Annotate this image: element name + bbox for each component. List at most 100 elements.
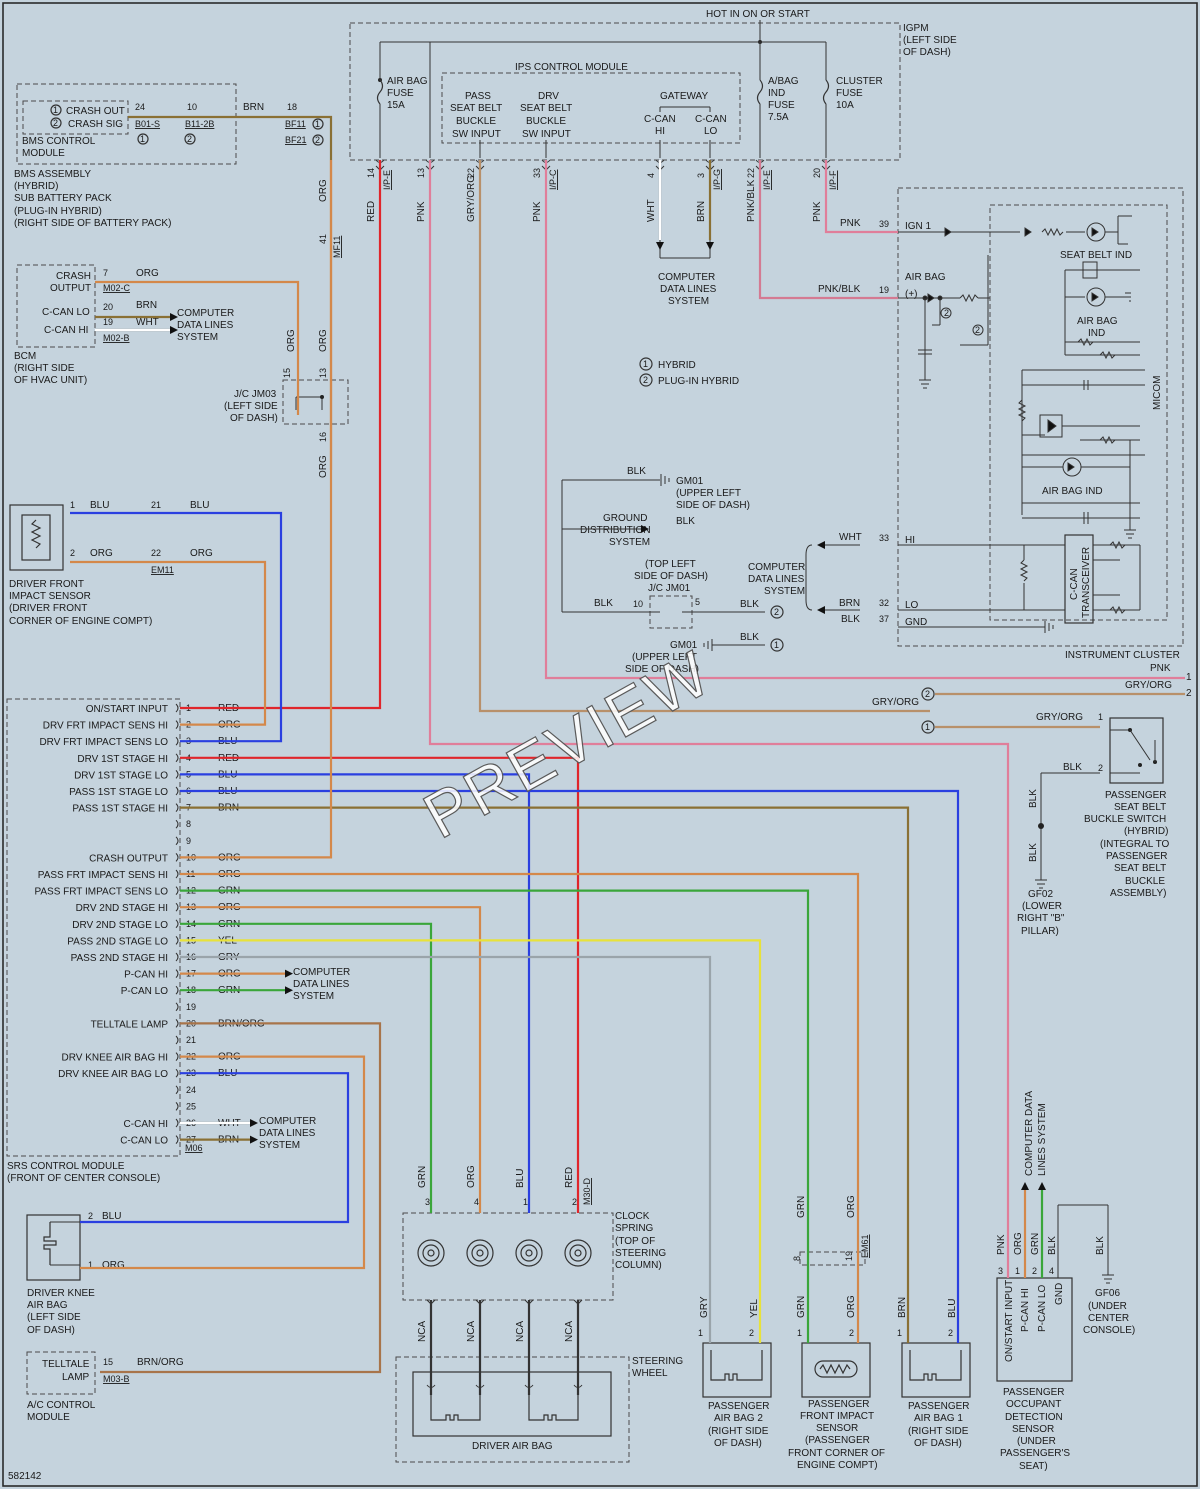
ips-ccanhi-0: C-CAN <box>644 114 676 125</box>
ac-control-module: TELLTALE LAMP 15 M03-B BRN/ORG A/C CONTR… <box>26 1351 184 1423</box>
srs-pin-connector <box>175 1052 179 1061</box>
knee-wire-org: ORG <box>102 1260 125 1271</box>
srs-pin-label: TELLTALE LAMP <box>91 1019 169 1030</box>
pfis-wire-org-2: ORG <box>846 1295 857 1318</box>
ips-drv-2: BUCKLE <box>526 116 566 127</box>
driver-front-impact-sensor: 1 2 21 22 EM11 BLU BLU ORG ORG DRIVER FR… <box>9 500 213 627</box>
srs-pin-label: P-CAN HI <box>124 970 168 981</box>
airbag-fuse-0: AIR BAG <box>387 76 428 87</box>
ac-box <box>26 1351 96 1395</box>
fs-wire-blu-2: BLU <box>190 500 209 511</box>
ac-pin-15: 15 <box>103 1357 113 1367</box>
cluster-micom: MICOM <box>1152 376 1163 410</box>
gm01-top-2: SIDE OF DASH) <box>676 500 750 511</box>
cluster-desc: INSTRUMENT CLUSTER <box>1065 650 1180 661</box>
wire-harness <box>70 115 1185 1395</box>
bcm-conn-m02c: M02-C <box>103 283 131 293</box>
wire <box>758 160 898 300</box>
igpm-pin-wire-color: GRY/ORG <box>466 175 477 222</box>
srs-pin-label: DRV FRT IMPACT SENS LO <box>39 737 168 748</box>
pfis-wire-grn-1: GRN <box>796 1196 807 1218</box>
jm01-pin-10: 10 <box>633 599 643 609</box>
legend-n1: 1 <box>643 359 648 369</box>
igpm-pin-number: 4 <box>646 173 656 178</box>
cluster-cdl-1: DATA LINES <box>748 574 805 585</box>
ips-pass-1: SEAT BELT <box>450 103 502 114</box>
cluster-ign1: IGN 1 <box>905 221 932 232</box>
pods-pin-2: 2 <box>1032 1266 1037 1276</box>
ground-blk-5: BLK <box>740 632 759 643</box>
pods-label-0: ON/START INPUT <box>1004 1280 1015 1362</box>
buckle-desc-1: SEAT BELT <box>1114 802 1166 813</box>
pods-desc-0: PASSENGER <box>1003 1387 1065 1398</box>
srs-ccan-cdl-2: SYSTEM <box>259 1140 300 1151</box>
pfis-pin-8: 8 <box>792 1256 802 1261</box>
bms-outer-box <box>16 83 237 165</box>
wire <box>80 1072 350 1224</box>
bcm-conn-m02b: M02-B <box>103 333 130 343</box>
ips-gateway: GATEWAY <box>660 91 708 102</box>
cluster-cdl-2: SYSTEM <box>764 586 805 597</box>
buckle-desc-8: ASSEMBLY) <box>1110 888 1167 899</box>
srs-pin-label: C-CAN LO <box>120 1136 168 1147</box>
wire <box>544 160 1185 680</box>
igpm-pin-wire-color: PNK <box>812 201 823 222</box>
cluster-airbagind-0: AIR BAG <box>1077 316 1118 327</box>
buckle-desc-2: BUCKLE SWITCH <box>1084 814 1166 825</box>
cluster-airbagind-1: IND <box>1088 328 1105 339</box>
buckle-desc-3: (HYBRID) <box>1124 826 1168 837</box>
cluster-pin-37: 37 <box>879 614 889 624</box>
right-pnk: PNK <box>1150 663 1171 674</box>
knee-desc-1: AIR BAG <box>27 1300 68 1311</box>
ips-drv-0: DRV <box>538 91 559 102</box>
cluster-fuse-0: CLUSTER <box>836 76 883 87</box>
jm03-pin-16: 16 <box>318 432 328 442</box>
cluster-cdl-0: COMPUTER <box>748 562 805 573</box>
ips-pass-3: SW INPUT <box>452 129 501 140</box>
clock-pin-number: 2 <box>572 1197 577 1207</box>
bcm-desc-2: OF HVAC UNIT) <box>14 375 87 386</box>
jm03-wire-1: ORG <box>318 179 329 202</box>
bms-module-0: BMS CONTROL <box>22 136 96 147</box>
bcm-block: CRASH OUTPUT C-CAN LO C-CAN HI 7 20 19 M… <box>14 264 234 386</box>
cluster-hy2-label-a: 2 <box>944 308 949 318</box>
gm01-top-1: (UPPER LEFT <box>676 488 741 499</box>
pfis-conn-em61: EM61 <box>860 1234 870 1258</box>
jm03-wire-3: ORG <box>318 329 329 352</box>
srs-pin-connector <box>175 985 179 995</box>
gf06-3: CONSOLE) <box>1083 1325 1135 1336</box>
bcm-cdl-1: DATA LINES <box>177 320 234 331</box>
pab2-desc-3: OF DASH) <box>714 1438 762 1449</box>
jm03-label-1: (LEFT SIDE <box>224 401 278 412</box>
bcm-desc-0: BCM <box>14 351 36 362</box>
pods-pin-3: 3 <box>998 1266 1003 1276</box>
srs-pin-number: 19 <box>186 1002 196 1012</box>
fs-pin-2: 2 <box>70 548 75 558</box>
driver-airbag-label: DRIVER AIR BAG <box>472 1441 553 1452</box>
gm01-bot-1: (UPPER LEFT <box>632 652 697 663</box>
bcm-wire-wht: WHT <box>136 317 159 328</box>
cluster-seatbelt: SEAT BELT IND <box>1060 250 1132 261</box>
driver-airbag-squib-2 <box>528 1395 579 1421</box>
srs-pin-connector <box>175 803 179 812</box>
bcm-label-ccanlo: C-CAN LO <box>42 307 90 318</box>
abag-fuse-1: IND <box>768 88 785 99</box>
abag-ind-fuse-icon <box>756 79 764 105</box>
cluster-fuse-1: FUSE <box>836 88 863 99</box>
igpm-pin-connector: I/P-C <box>548 169 558 190</box>
srs-conn-m06: M06 <box>185 1143 203 1153</box>
driver-airbag-box <box>412 1371 612 1437</box>
srs-pin-label: DRV 2ND STAGE HI <box>76 903 168 914</box>
srs-pin-label: PASS FRT IMPACT SENS LO <box>34 887 168 898</box>
buckle-pin-2: 2 <box>1098 763 1103 773</box>
ground-blk-3: BLK <box>594 598 613 609</box>
legend: 1 HYBRID 2 PLUG-IN HYBRID <box>639 357 739 387</box>
pfis-desc-3: (PASSENGER <box>805 1435 870 1446</box>
pfis-pin-2: 2 <box>849 1328 854 1338</box>
cluster-pin-33: 33 <box>879 533 889 543</box>
pods-desc-4: (UNDER <box>1017 1436 1056 1447</box>
figure-id: 582142 <box>8 1471 42 1482</box>
cluster-fuse-2: 10A <box>836 100 854 111</box>
pfis-pin-1: 1 <box>797 1328 802 1338</box>
srs-pin-label: P-CAN LO <box>121 986 168 997</box>
